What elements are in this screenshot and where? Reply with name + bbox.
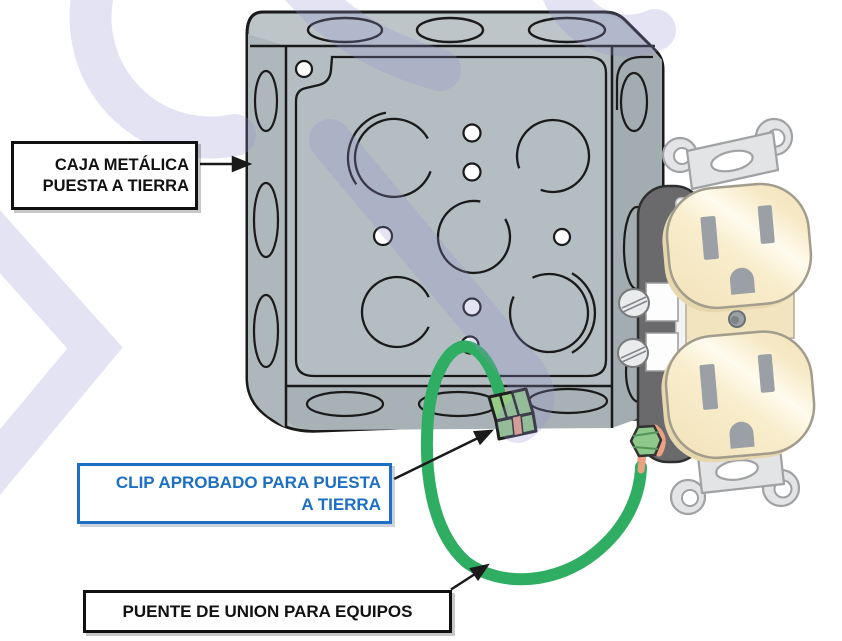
outlet-slot-left [699, 364, 719, 410]
label-metal-box-line2: PUESTA A TIERRA [42, 176, 189, 195]
label-metal-box: CAJA METÁLICA PUESTA A TIERRA [11, 141, 198, 210]
watermark [0, 0, 676, 495]
box-mounting-hole [294, 59, 314, 79]
center-screw [728, 310, 746, 328]
outlet-slot-right [757, 205, 775, 244]
box-left-knockouts [252, 69, 280, 369]
green-wire [420, 340, 647, 586]
outlet-lower [661, 330, 816, 463]
arrow-clip [393, 429, 495, 481]
label-metal-box-line1: CAJA METÁLICA [54, 155, 189, 174]
label-grounding-clip-line1: CLIP APROBADO PARA PUESTA [115, 472, 381, 492]
mounting-strap-bottom [669, 446, 801, 516]
outlet-slot-right [757, 353, 775, 393]
box-top-knockouts [306, 16, 607, 44]
box-left-face [248, 34, 286, 428]
outlet-slot-left [700, 216, 719, 260]
metal-box [245, 10, 665, 433]
box-front-knockouts [346, 111, 597, 354]
label-bonding-jumper: PUENTE DE UNION PARA EQUIPOS [83, 590, 452, 633]
box-top-face [250, 14, 648, 45]
mounting-strap-top [661, 117, 794, 191]
label-bonding-jumper-text: PUENTE DE UNION PARA EQUIPOS [122, 601, 413, 621]
label-grounding-clip-line2: A TIERRA [301, 494, 381, 514]
duplex-receptacle [617, 117, 816, 516]
arrow-caja [200, 155, 253, 173]
outlet-upper [662, 182, 813, 313]
grounding-clip [487, 387, 538, 441]
outlet-ground-hole [729, 421, 755, 449]
box-front-inner-outline [294, 55, 608, 378]
ground-screw [629, 424, 666, 474]
outlet-ground-hole [730, 267, 756, 295]
label-grounding-clip: CLIP APROBADO PARA PUESTA A TIERRA [77, 463, 392, 524]
terminal-screw-icon [618, 288, 650, 318]
callout-arrows [200, 155, 495, 591]
arrow-puente [450, 563, 490, 591]
terminal-screw-icon [617, 338, 649, 368]
